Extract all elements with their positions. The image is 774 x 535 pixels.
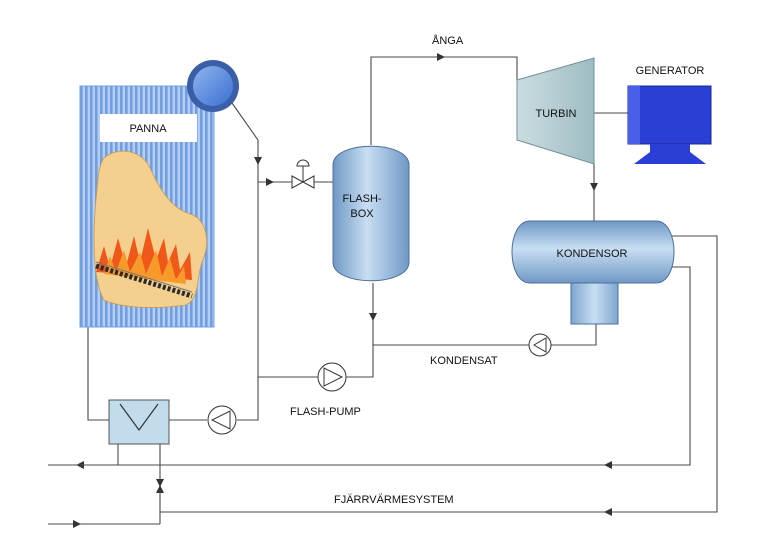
district-heating-pump <box>207 405 237 435</box>
flash-box-label-line2: BOX <box>350 208 374 220</box>
flash-box-label-line1: FLASH- <box>342 193 381 205</box>
control-valve <box>291 159 315 189</box>
turbine: TURBIN <box>516 57 595 165</box>
panna-label-box <box>100 114 197 142</box>
generator: GENERATOR <box>627 65 712 164</box>
pipes <box>48 53 718 528</box>
anga-label: ÅNGA <box>432 34 464 47</box>
heat-exchanger <box>108 399 170 445</box>
flash-pump-label: FLASH-PUMP <box>290 406 361 418</box>
generator-label: GENERATOR <box>636 65 705 77</box>
boiler: PANNA <box>79 85 215 328</box>
kondensat-label: KONDENSAT <box>430 355 498 367</box>
steam-drum <box>187 60 239 112</box>
condenser: KONDENSOR <box>511 220 675 325</box>
flash-box: FLASH- BOX <box>332 145 410 282</box>
flash-pump <box>317 362 347 392</box>
panna-label: PANNA <box>129 123 167 135</box>
turbin-label: TURBIN <box>536 108 577 120</box>
kondensat-pump <box>528 333 552 357</box>
kondensor-label: KONDENSOR <box>557 248 628 260</box>
fjarrvarme-label: FJÄRRVÄRMESYSTEM <box>334 494 454 506</box>
grate <box>95 261 193 299</box>
